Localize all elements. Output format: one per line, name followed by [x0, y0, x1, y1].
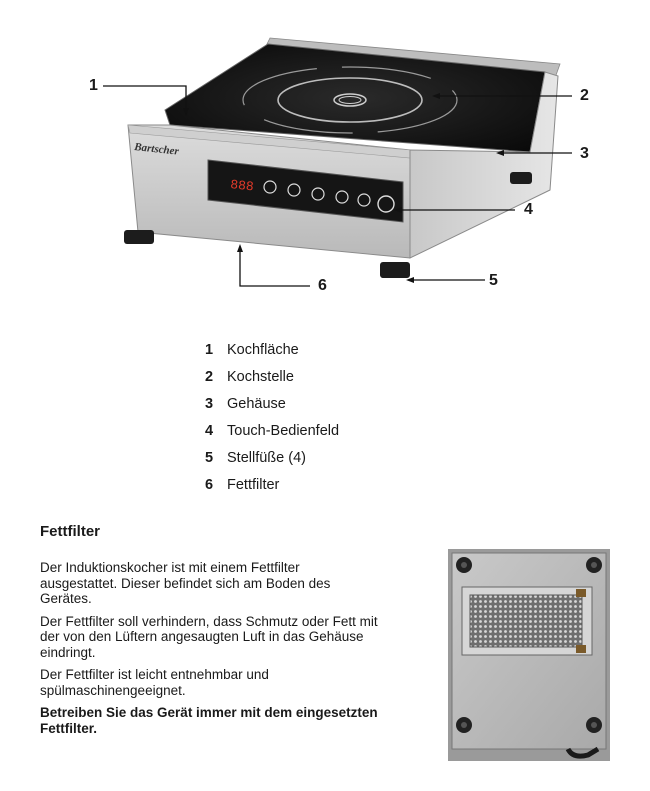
- legend-item: 6 Fettfilter: [205, 471, 339, 498]
- induction-cooker-illustration: Bartscher 888: [103, 37, 572, 287]
- legend-item: 4 Touch-Bedienfeld: [205, 417, 339, 444]
- legend-number: 5: [205, 449, 214, 466]
- housing-side: [409, 71, 559, 259]
- foot: [380, 262, 410, 278]
- legend-label: Touch-Bedienfeld: [227, 422, 340, 439]
- foot: [510, 172, 532, 184]
- section-body: Der Induktionskocher ist mit einem Fettf…: [40, 560, 380, 743]
- legend-number: 2: [205, 368, 214, 385]
- paragraph: Der Induktionskocher ist mit einem Fettf…: [40, 560, 331, 606]
- legend-label: Fettfilter: [227, 476, 280, 493]
- paragraph: Der Fettfilter ist leicht entnehmbar und…: [40, 667, 269, 698]
- legend-item: 5 Stellfüße (4): [205, 444, 339, 471]
- touch-control-panel: [207, 159, 404, 223]
- legend-number: 3: [205, 395, 214, 412]
- brand-logo: Bartscher: [133, 141, 180, 158]
- legend-label: Kochfläche: [227, 341, 299, 358]
- product-figure: Bartscher 888 1 2: [0, 0, 650, 310]
- section-title: Fettfilter: [40, 523, 100, 540]
- callout-1: 1: [89, 77, 98, 94]
- parts-legend: 1 Kochfläche 2 Kochstelle 3 Gehäuse 4 Touch-…: [205, 336, 339, 498]
- legend-number: 6: [205, 476, 214, 493]
- display-digits: 888: [230, 177, 255, 194]
- callout-4: 4: [524, 201, 533, 218]
- callout-6: 6: [318, 277, 327, 294]
- legend-number: 1: [205, 341, 214, 358]
- cooking-zone: [277, 77, 423, 123]
- underside-photo: [448, 549, 610, 761]
- legend-label: Kochstelle: [227, 368, 294, 385]
- legend-label: Gehäuse: [227, 395, 286, 412]
- legend-number: 4: [205, 422, 214, 439]
- legend-item: 2 Kochstelle: [205, 363, 339, 390]
- legend-item: 3 Gehäuse: [205, 390, 339, 417]
- foot: [124, 230, 154, 244]
- legend-item: 1 Kochfläche: [205, 336, 339, 363]
- paragraph: Der Fettfilter soll verhindern, dass Sch…: [40, 613, 378, 660]
- callout-5: 5: [489, 272, 498, 289]
- callout-2: 2: [580, 87, 589, 104]
- warning-text: Betreiben Sie das Gerät immer mit dem ei…: [40, 705, 378, 736]
- legend-label: Stellfüße (4): [227, 449, 306, 466]
- callout-3: 3: [580, 145, 589, 162]
